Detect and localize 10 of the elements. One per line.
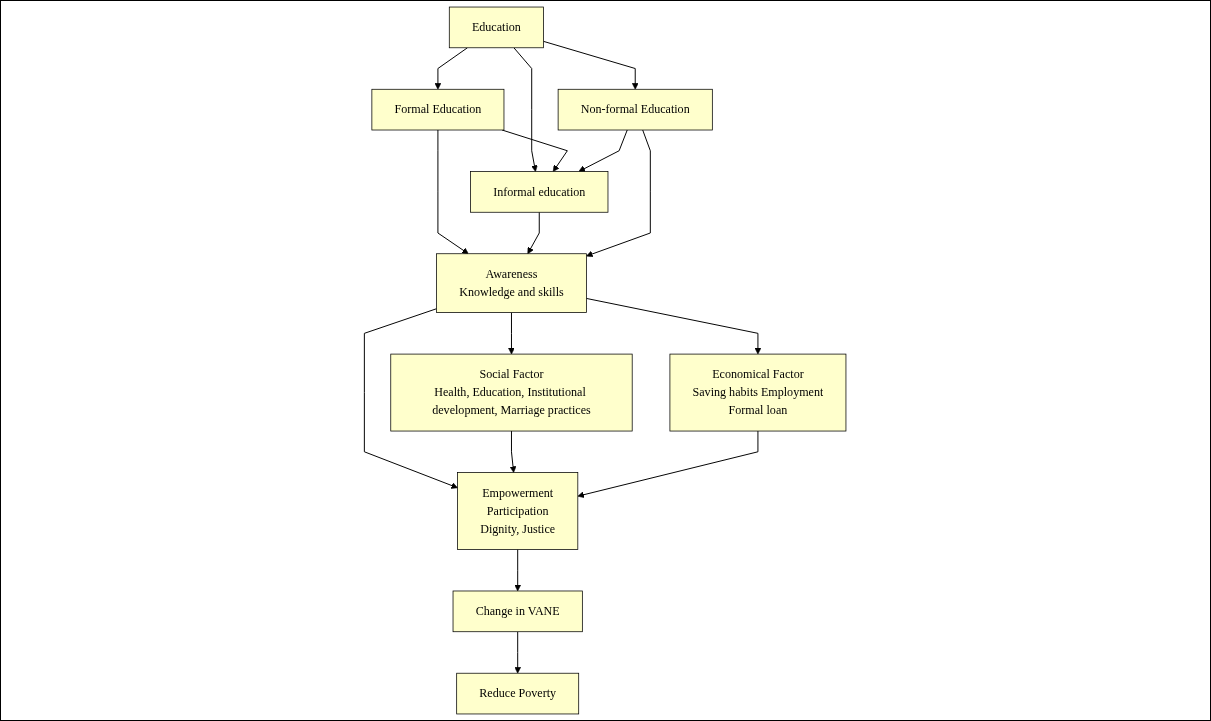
node-box: Economical Factor Saving habits Employment Formal loan	[669, 353, 847, 432]
node-box: Reduce Poverty	[456, 672, 580, 715]
node-box: Social Factor Health, Education, Institutional development, Marriage practices	[390, 353, 633, 432]
node-box: Formal Education	[371, 88, 505, 131]
node-box: Change in VANE	[453, 590, 584, 633]
node-box: Education	[449, 6, 545, 49]
node-box: Informal education	[470, 171, 609, 213]
node-box: Awareness Knowledge and skills	[436, 253, 588, 313]
node-box: Non-formal Education	[558, 88, 714, 131]
node-box: Empowerment Participation Dignity, Justice	[457, 472, 579, 550]
